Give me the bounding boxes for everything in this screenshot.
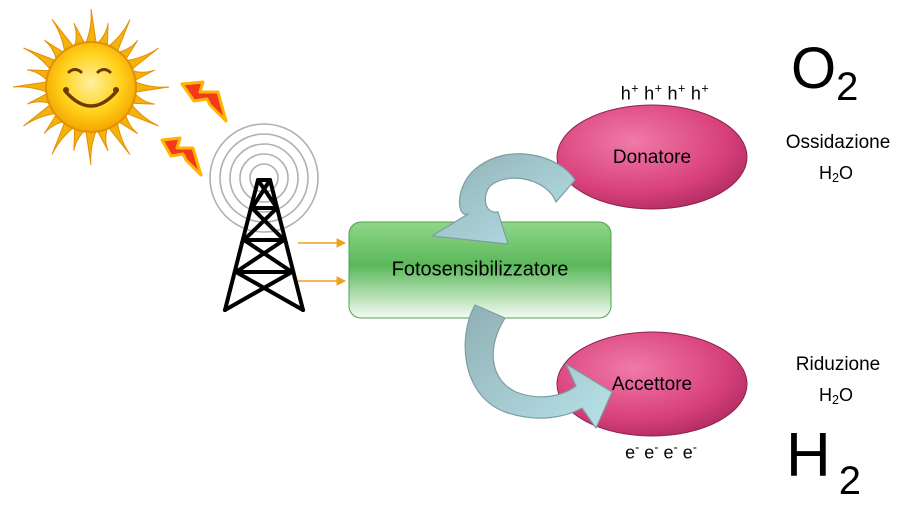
charge-symbol: e xyxy=(625,442,636,463)
sun-ray xyxy=(85,8,97,44)
electrons-row: e-e-e-e- xyxy=(625,441,697,464)
oxygen-formula-sub: 2 xyxy=(836,65,859,109)
charge-symbol: h xyxy=(667,83,679,104)
sun-ray xyxy=(51,121,75,155)
oxygen-formula-main: O xyxy=(791,36,837,101)
sun-ray xyxy=(85,130,97,166)
antenna-tower-icon xyxy=(209,123,319,312)
water-bottom-h: H xyxy=(818,384,832,405)
hole-charge: h+ xyxy=(644,81,663,104)
hole-charge: h+ xyxy=(620,81,640,104)
hydrogen-formula-sub: 2 xyxy=(838,459,862,503)
sun-ray xyxy=(73,127,86,151)
water-formula-bottom: H2O xyxy=(819,385,853,407)
charge-sign: + xyxy=(701,81,710,96)
charge-sign: + xyxy=(654,81,663,96)
sun-ray xyxy=(96,127,109,151)
sun-ray xyxy=(12,81,48,93)
charge-symbol: h xyxy=(690,83,702,104)
sun-ray xyxy=(23,47,57,71)
sun-ray xyxy=(23,103,57,127)
water-top-h: H xyxy=(818,162,832,183)
hydrogen-formula-main: H xyxy=(786,421,831,490)
charge-sign: + xyxy=(631,81,640,96)
water-formula-top: H2O xyxy=(819,163,853,185)
photosensitizer-label: Fotosensibilizzatore xyxy=(391,258,569,281)
charge-symbol: e xyxy=(663,442,674,463)
diagram-canvas xyxy=(12,8,748,437)
holes-row: h+h+h+h+ xyxy=(621,82,710,105)
water-bottom-sub: 2 xyxy=(831,393,839,408)
charge-symbol: h xyxy=(644,83,655,104)
electron-charge: e- xyxy=(644,440,659,463)
water-top-o: O xyxy=(839,162,854,183)
electron-charge: e- xyxy=(682,440,697,463)
water-bottom-o: O xyxy=(839,384,854,405)
light-arrow xyxy=(298,276,347,286)
hole-charge: h+ xyxy=(667,81,686,104)
electron-charge: e- xyxy=(663,440,678,463)
charge-sign: - xyxy=(635,440,640,455)
electron-transfer-arrow-top xyxy=(431,153,576,245)
oxidation-label: Ossidazione xyxy=(785,132,891,153)
lightning-bolt-icon xyxy=(180,80,228,123)
donor-oval xyxy=(556,104,748,210)
sun-ray xyxy=(107,19,131,53)
sun-icon xyxy=(12,8,170,166)
sun-ray xyxy=(96,23,109,47)
sun-ray xyxy=(27,92,51,105)
charge-sign: - xyxy=(654,440,659,455)
donor-label: Donatore xyxy=(612,147,692,168)
reduction-label: Riduzione xyxy=(795,354,881,375)
lightning-bolt-icon xyxy=(160,136,203,177)
sun-ray xyxy=(125,47,159,71)
charge-sign: - xyxy=(692,440,697,455)
electron-charge: e- xyxy=(625,440,640,463)
hole-charge: h+ xyxy=(690,81,710,104)
charge-symbol: e xyxy=(682,442,693,463)
sun-ray xyxy=(107,121,131,155)
sun-ray xyxy=(134,81,170,93)
sun-ray xyxy=(27,69,51,82)
electron-transfer-arrow-bottom xyxy=(464,304,613,429)
charge-sign: + xyxy=(678,81,686,96)
charge-symbol: h xyxy=(620,83,632,104)
charge-sign: - xyxy=(673,440,678,455)
oxygen-formula: O2 xyxy=(791,40,858,116)
sun-ray xyxy=(131,69,155,82)
water-top-sub: 2 xyxy=(831,171,839,186)
sun-ray xyxy=(125,103,159,127)
light-arrow xyxy=(298,238,347,248)
acceptor-label: Accettore xyxy=(611,374,693,395)
sun-ray xyxy=(131,92,155,105)
sun-ray xyxy=(73,23,86,47)
charge-symbol: e xyxy=(644,442,655,463)
sun-ray xyxy=(51,19,75,53)
